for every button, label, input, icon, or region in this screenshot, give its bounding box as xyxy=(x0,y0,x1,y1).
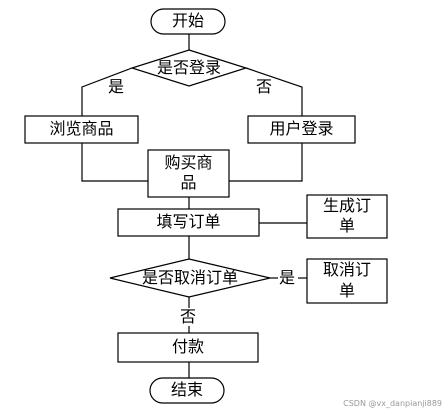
edge-label-yes-login: 是 xyxy=(108,77,125,96)
start-terminator xyxy=(150,8,226,35)
user-login-label: 用户登录 xyxy=(269,119,334,138)
end-terminator xyxy=(149,377,225,404)
edge-label-yes-cancel: 是 xyxy=(279,268,296,287)
connector-login-to-buy xyxy=(229,143,303,182)
generate-order-label-line1: 生成订 xyxy=(322,196,371,215)
end-label: 结束 xyxy=(170,380,203,399)
edge-label-no-login: 否 xyxy=(256,77,273,96)
login-decision-label: 是否登录 xyxy=(156,58,221,77)
cancel-order-label-line2: 单 xyxy=(338,281,355,300)
buy-label-line2: 品 xyxy=(180,173,197,192)
fill-order-label: 填写订单 xyxy=(156,212,221,231)
pay-label: 付款 xyxy=(171,337,204,356)
buy-label-line1: 购买商 xyxy=(164,153,213,172)
cancel-order-box xyxy=(306,258,388,304)
generate-order-box xyxy=(306,194,388,239)
watermark: CSDN @vx_danpianji889 xyxy=(343,399,442,408)
start-label: 开始 xyxy=(171,11,204,30)
pay-box xyxy=(117,332,259,363)
cancel-decision-label: 是否取消订单 xyxy=(141,268,238,287)
connector-no-to-login xyxy=(245,67,303,116)
browse-label: 浏览商品 xyxy=(49,119,114,138)
cancel-order-label-line1: 取消订 xyxy=(322,260,371,279)
edge-label-no-cancel: 否 xyxy=(180,307,197,326)
connector-browse-to-buy xyxy=(81,143,148,182)
connector-yes-to-browse xyxy=(81,67,133,116)
login-decision-diamond xyxy=(130,49,248,87)
generate-order-label-line2: 单 xyxy=(338,216,355,235)
